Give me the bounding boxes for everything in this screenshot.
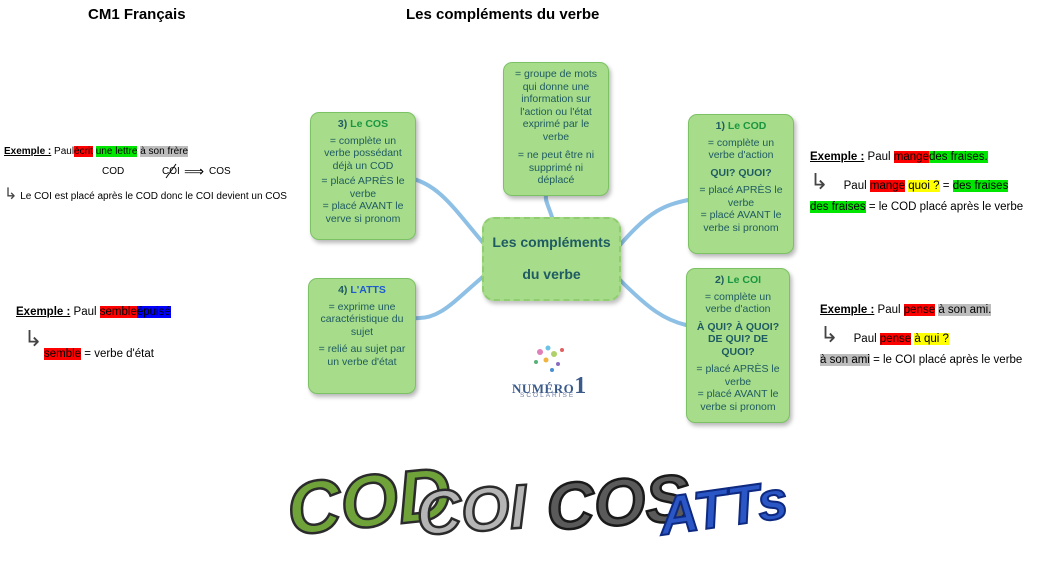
cod-line-3: = placé APRÈS le verbe bbox=[699, 184, 783, 209]
logo: NUMÉRO1 SCOLARISÉ bbox=[510, 340, 590, 405]
connector-atts bbox=[413, 273, 487, 321]
coi-line-2: À QUI? À QUOI? DE QUI? DE QUOI? bbox=[696, 320, 780, 358]
example-coi-line-3: à son ami = le COI placé après le verbe bbox=[820, 354, 1023, 366]
logo-subtext: SCOLARISÉ bbox=[520, 392, 576, 399]
coi-node: 2) Le COI = complète un verbe d'action À… bbox=[686, 268, 790, 423]
example-atts-line-1: Exemple : Paul sembleépuisé bbox=[16, 306, 171, 318]
curved-arrow-icon: ↳ bbox=[810, 169, 829, 194]
example-atts-line-3: semble = verbe d'état bbox=[44, 348, 154, 360]
arrow-right-icon: ⟹ bbox=[184, 163, 205, 179]
center-line-2: du verbe bbox=[522, 266, 581, 282]
example-coi: Exemple : Paul pense à son ami. ↳ Paul p… bbox=[820, 304, 1035, 366]
example-cod-line-3: des fraises = le COD placé après le verb… bbox=[810, 201, 1024, 213]
example-atts-line-2: ↳ bbox=[16, 326, 216, 352]
example-atts: Exemple : Paul sembleépuisé ↳ semble = v… bbox=[16, 306, 216, 360]
cod-line-2: QUI? QUOI? bbox=[710, 166, 772, 179]
curved-arrow-icon: ↳ bbox=[4, 186, 18, 203]
cod-node: 1) Le COD = complète un verbe d'action Q… bbox=[688, 114, 794, 254]
cos-line-1: = complète un verbe possédant déjà un CO… bbox=[324, 134, 402, 172]
cos-line-3: = placé AVANT le verve si pronom bbox=[322, 200, 404, 225]
center-node: Les compléments du verbe bbox=[482, 217, 621, 301]
connector-cod bbox=[618, 198, 690, 247]
connector-coi bbox=[618, 278, 688, 327]
wordart-cod: COD bbox=[283, 455, 455, 551]
connector-cos bbox=[408, 176, 487, 247]
definition-node: = groupe de mots qui donne une informati… bbox=[503, 62, 609, 196]
atts-line-2: = relié au sujet par un verbe d'état bbox=[318, 343, 406, 368]
cos-node: 3) Le COS = complète un verbe possédant … bbox=[310, 112, 416, 240]
connector-def bbox=[543, 194, 554, 219]
coi-line-4: = placé AVANT le verbe si pronom bbox=[697, 388, 779, 413]
wordart-cos: COS bbox=[544, 460, 692, 544]
cod-title: 1) Le COD bbox=[715, 120, 767, 132]
page-header-left: CM1 Français bbox=[88, 6, 186, 23]
definition-text-1: = groupe de mots qui donne une informati… bbox=[514, 68, 597, 143]
wordart-coi: COI bbox=[414, 472, 531, 549]
example-cos-line-1: Exemple : Paulécrit une lettre à son frè… bbox=[4, 146, 189, 157]
coi-title: 2) Le COI bbox=[714, 274, 762, 286]
cod-line-1: = complète un verbe d'action bbox=[707, 136, 775, 162]
example-coi-line-2: ↳ Paul pense à qui ? bbox=[820, 322, 949, 347]
curved-arrow-icon: ↳ bbox=[820, 322, 839, 347]
coi-line-1: = complète un verbe d'action bbox=[704, 290, 772, 316]
example-cos-line-2: COD COI ⟹ COS bbox=[102, 163, 231, 179]
coi-line-3: = placé APRÈS le verbe bbox=[696, 363, 780, 388]
example-coi-line-1: Exemple : Paul pense à son ami. bbox=[820, 304, 992, 316]
cos-line-2: = placé APRÈS le verbe bbox=[321, 175, 405, 200]
example-cod: Exemple : Paul mangedes fraises. ↳ Paul … bbox=[810, 151, 1035, 213]
cod-line-4: = placé AVANT le verbe si pronom bbox=[700, 209, 782, 234]
example-cos: Exemple : Paulécrit une lettre à son frè… bbox=[4, 146, 304, 204]
logo-icon bbox=[534, 345, 564, 372]
cos-title: 3) Le COS bbox=[337, 118, 389, 130]
logo-text: NUMÉRO bbox=[512, 381, 575, 396]
definition-text-2: = ne peut être ni supprimé ni déplacé bbox=[517, 149, 595, 186]
wordart: COD COI COS ATTs bbox=[282, 455, 793, 552]
atts-node: 4) L'ATTS = exprime une caractéristique … bbox=[308, 278, 416, 394]
atts-title: 4) L'ATTS bbox=[338, 284, 386, 296]
page-title: Les compléments du verbe bbox=[406, 6, 600, 23]
center-line-1: Les compléments bbox=[492, 234, 611, 250]
example-cos-line-3: ↳ Le COI est placé après le COD donc le … bbox=[4, 186, 287, 203]
example-cod-line-1: Exemple : Paul mangedes fraises. bbox=[810, 151, 988, 163]
strike-icon bbox=[165, 163, 177, 179]
logo-one: 1 bbox=[574, 373, 587, 399]
curved-arrow-icon: ↳ bbox=[24, 326, 43, 351]
atts-line-1: = exprime une caractéristique du sujet bbox=[320, 300, 404, 338]
example-cod-line-2: ↳ Paul mange quoi ? = des fraises bbox=[810, 169, 1009, 194]
